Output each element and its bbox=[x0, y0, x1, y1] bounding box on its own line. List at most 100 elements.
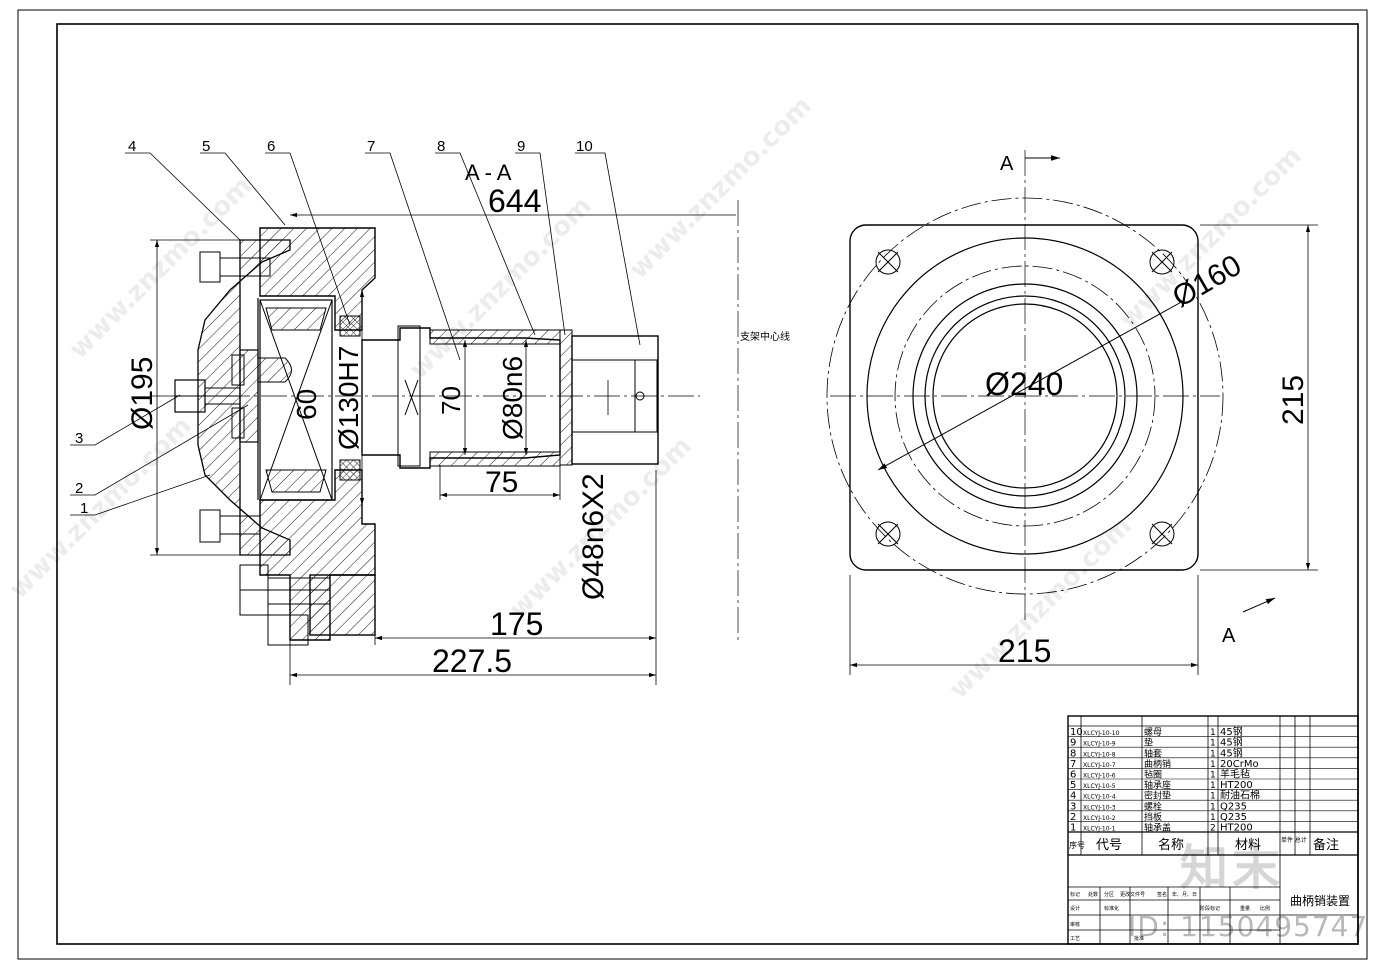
id-label: ID: 1150495747 bbox=[1128, 910, 1369, 943]
dim-195: Ø195 bbox=[126, 357, 159, 430]
dia-leader bbox=[877, 299, 1186, 471]
sign-label: 标准化 bbox=[1104, 905, 1119, 912]
dim-215-vertical: 215 bbox=[1277, 375, 1310, 425]
watermark: www.znzmo.com bbox=[624, 91, 818, 285]
bolt-shank bbox=[204, 387, 241, 405]
parts-cell-code: XLCYJ-10-2 bbox=[1083, 815, 1116, 822]
end-view bbox=[826, 150, 1318, 675]
dim-48n6: Ø48n6 bbox=[577, 510, 610, 600]
parts-cell-name: 挡板 bbox=[1144, 811, 1162, 823]
sign-label: 批准 bbox=[1134, 935, 1144, 942]
balloon-8: 8 bbox=[437, 138, 445, 155]
rev-label: 年、月、日 bbox=[1172, 891, 1197, 898]
parts-cell-material: 20CrMo bbox=[1220, 759, 1259, 770]
cover-bolt-bottom-shank bbox=[219, 515, 261, 535]
sheet-inner-border bbox=[56, 23, 1359, 945]
end-view-texts: Ø160 Ø240 215 215 A A bbox=[985, 153, 1310, 669]
parts-cell-material: 45钢 bbox=[1220, 736, 1243, 749]
dim-60: 60 bbox=[291, 389, 322, 420]
dimension-lines bbox=[150, 212, 736, 685]
parts-cell-qty: 1 bbox=[1210, 792, 1216, 802]
rev-label: 签名 bbox=[1157, 891, 1167, 898]
rev-label: 标记 bbox=[1070, 891, 1080, 898]
leader-lines bbox=[70, 152, 641, 516]
parts-cell-material: 羊毛毡 bbox=[1220, 768, 1250, 781]
cover-bolt-bottom-head bbox=[199, 509, 221, 543]
rev-label: 处数 bbox=[1088, 891, 1098, 898]
parts-cell-code: XLCYJ-10-3 bbox=[1083, 804, 1116, 811]
parts-cell-qty: 1 bbox=[1210, 749, 1216, 759]
parts-cell-code: XLCYJ-10-5 bbox=[1083, 783, 1116, 790]
sheet-outer-border bbox=[17, 9, 1368, 960]
dim-x2: X2 bbox=[577, 473, 610, 510]
parts-cell-code: XLCYJ-10-1 bbox=[1083, 826, 1116, 833]
parts-cell-code: XLCYJ-10-7 bbox=[1083, 762, 1116, 769]
stage-label: 重量 bbox=[1240, 905, 1250, 912]
parts-cell-material: HT200 bbox=[1220, 823, 1253, 834]
dim-175: 175 bbox=[490, 606, 543, 642]
header-code: 代号 bbox=[1096, 838, 1122, 853]
tapered-bearing bbox=[259, 299, 333, 501]
brand-logo: 知末 bbox=[1180, 840, 1285, 896]
parts-cell-code: XLCYJ-10-9 bbox=[1083, 741, 1116, 748]
title-block: 曲柄销装置 标记 处数 分区 更改文件号 签名 年、月、日 设计 标准化 审核 … bbox=[1070, 891, 1350, 942]
nut bbox=[571, 335, 659, 465]
sign-label: 设计 bbox=[1070, 905, 1080, 912]
section-marker-bottom: A bbox=[1222, 625, 1236, 647]
parts-cell-no: 10 bbox=[1070, 727, 1083, 738]
felt-seal-top bbox=[339, 315, 361, 337]
parts-cell-code: XLCYJ-10-6 bbox=[1083, 773, 1116, 780]
parts-cell-qty: 1 bbox=[1210, 771, 1216, 781]
parts-cell-name: 螺母 bbox=[1144, 727, 1162, 738]
parts-cell-material: Q235 bbox=[1220, 801, 1247, 812]
flange-lower bbox=[309, 574, 376, 636]
frame-bolt-nut bbox=[267, 614, 309, 646]
parts-cell-no: 8 bbox=[1070, 748, 1076, 759]
washer bbox=[559, 329, 573, 466]
pin-shoulder bbox=[257, 357, 292, 383]
stage-label: 比例 bbox=[1260, 905, 1270, 912]
watermark: www.znzmo.com bbox=[4, 411, 198, 605]
header-note: 备注 bbox=[1313, 837, 1339, 853]
dim-215-horizontal: 215 bbox=[998, 633, 1051, 669]
parts-cell-qty: 1 bbox=[1210, 781, 1216, 791]
parts-cell-name: 毡圈 bbox=[1144, 769, 1162, 781]
balloon-3: 3 bbox=[75, 430, 83, 447]
frame-bolt-shank bbox=[267, 577, 331, 605]
parts-cell-material: Q235 bbox=[1220, 812, 1247, 823]
drawing-name: 曲柄销装置 bbox=[1290, 894, 1350, 908]
sign-label: 工艺 bbox=[1070, 936, 1080, 942]
balloon-7: 7 bbox=[367, 138, 375, 155]
parts-cell-code: XLCYJ-10-4 bbox=[1083, 794, 1116, 801]
parts-cell-qty: 1 bbox=[1210, 760, 1216, 770]
pin-hex bbox=[397, 325, 421, 467]
parts-cell-name: 曲柄销 bbox=[1144, 758, 1171, 770]
balloon-6: 6 bbox=[267, 138, 275, 155]
parts-cell-no: 2 bbox=[1070, 812, 1076, 823]
hex-cross bbox=[404, 379, 419, 416]
parts-cell-no: 4 bbox=[1070, 791, 1076, 802]
header-no: 序号 bbox=[1069, 840, 1085, 850]
dim-130h7: Ø130H7 bbox=[333, 346, 364, 450]
parts-cell-qty: 1 bbox=[1210, 802, 1216, 812]
parts-cell-qty: 2 bbox=[1210, 824, 1216, 834]
dim-80n6: Ø80n6 bbox=[497, 356, 528, 440]
parts-cell-material: 45钢 bbox=[1220, 725, 1243, 738]
parts-cell-no: 5 bbox=[1070, 780, 1076, 791]
section-title: A - A bbox=[465, 160, 512, 185]
watermark: www.znzmo.com bbox=[1114, 141, 1308, 335]
dim-240: Ø240 bbox=[985, 366, 1063, 402]
parts-cell-name: 轴套 bbox=[1144, 747, 1162, 759]
felt-seal-bottom bbox=[339, 459, 361, 481]
parts-cell-material: 45钢 bbox=[1220, 746, 1243, 759]
parts-cell-code: XLCYJ-10-8 bbox=[1083, 751, 1116, 758]
balloon-10: 10 bbox=[576, 138, 593, 155]
plate-screw-bottom bbox=[231, 407, 245, 439]
sleeve bbox=[429, 329, 561, 345]
sleeve-lower bbox=[429, 451, 561, 467]
section-arrow-bottom bbox=[1242, 597, 1276, 613]
parts-list bbox=[1067, 715, 1359, 945]
bearing-rollers-lower bbox=[265, 469, 327, 493]
plate-screw-top bbox=[231, 354, 245, 386]
